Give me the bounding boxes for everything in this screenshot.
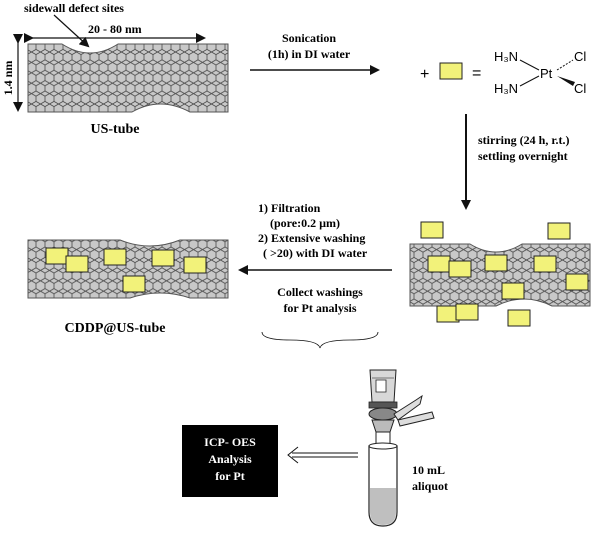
cisplatin-square-icon bbox=[151, 249, 175, 267]
stirring-line2: settling overnight bbox=[478, 149, 568, 163]
equals-sign: = bbox=[472, 65, 481, 82]
sonication-line1: Sonication bbox=[282, 31, 336, 45]
cisplatin-square-icon bbox=[501, 282, 525, 300]
icp-oes-box: ICP- OES Analysis for Pt bbox=[182, 425, 278, 497]
filtration-line3: 2) Extensive washing bbox=[258, 231, 365, 245]
washings-brace bbox=[261, 331, 379, 349]
us-tube-figure: sidewall defect sites 20 - 80 nm 1.4 nm … bbox=[1, 1, 229, 137]
icp-background bbox=[182, 425, 278, 497]
plus-sign: + bbox=[420, 66, 429, 83]
cisplatin-square-icon bbox=[122, 275, 146, 293]
cl-top-label: Cl bbox=[574, 49, 586, 64]
filtration-line2: (pore:0.2 µm) bbox=[270, 216, 340, 230]
sonication-step: Sonication (1h) in DI water bbox=[250, 31, 380, 75]
nh3-top-label: H₃N bbox=[494, 49, 518, 64]
loaded-cisplatin-group bbox=[45, 247, 207, 293]
product-figure: CDDP@US-tube bbox=[27, 239, 229, 336]
nh3-bottom-label: H₃N bbox=[494, 81, 518, 96]
defect-pointer-arrow bbox=[53, 14, 90, 48]
length-label: 20 - 80 nm bbox=[88, 22, 142, 36]
cisplatin-square-icon bbox=[103, 248, 127, 266]
bond-cl-top bbox=[556, 59, 574, 71]
to-icp-arrow bbox=[287, 446, 358, 464]
cisplatin-square-icon bbox=[448, 260, 472, 278]
washings-line1: Collect washings bbox=[277, 285, 363, 299]
cisplatin-square-icon bbox=[484, 254, 508, 272]
bond-cl-bottom bbox=[557, 76, 575, 86]
cisplatin-equation: + = H₃N H₃N Pt Cl Cl bbox=[420, 49, 586, 96]
bond-n-top bbox=[519, 59, 540, 71]
us-tube-label: US-tube bbox=[90, 122, 139, 137]
icp-line1: ICP- OES bbox=[204, 435, 256, 449]
cisplatin-square-icon bbox=[183, 256, 207, 274]
sonication-line2: (1h) in DI water bbox=[268, 47, 351, 61]
defect-label: sidewall defect sites bbox=[24, 1, 124, 15]
cl-bottom-label: Cl bbox=[574, 81, 586, 96]
cisplatin-square-icon bbox=[45, 247, 69, 265]
icp-line3: for Pt bbox=[215, 469, 244, 483]
cisplatin-square-icon bbox=[455, 303, 479, 321]
cisplatin-square-icon bbox=[547, 222, 571, 240]
loaded-nanotube-icon bbox=[409, 243, 591, 307]
filtration-line4: ( >20) with DI water bbox=[263, 246, 368, 260]
washings-line2: for Pt analysis bbox=[283, 301, 356, 315]
cisplatin-square-icon bbox=[427, 255, 451, 273]
cisplatin-square-icon bbox=[533, 255, 557, 273]
test-tube-icon bbox=[368, 442, 398, 527]
product-label: CDDP@US-tube bbox=[65, 321, 166, 336]
filtration-line1: 1) Filtration bbox=[258, 201, 321, 215]
cisplatin-square-icon bbox=[565, 273, 589, 291]
adsorbed-cisplatin-group bbox=[420, 221, 589, 327]
loaded-tube-figure bbox=[409, 221, 591, 327]
stirring-step: stirring (24 h, r.t.) settling overnight bbox=[461, 114, 570, 210]
product-nanotube-icon bbox=[27, 239, 229, 299]
aliquot-line1: 10 mL bbox=[412, 463, 445, 477]
cisplatin-square-icon bbox=[439, 62, 463, 80]
nanotube-honeycomb-icon bbox=[27, 43, 229, 113]
bond-n-bottom bbox=[519, 75, 540, 87]
aliquot-line2: aliquot bbox=[412, 479, 448, 493]
stirring-line1: stirring (24 h, r.t.) bbox=[478, 133, 570, 147]
vacuum-filtration-funnel-icon bbox=[368, 369, 435, 447]
pt-label: Pt bbox=[540, 66, 553, 81]
cisplatin-square-icon bbox=[65, 255, 89, 273]
filtration-step: 1) Filtration (pore:0.2 µm) 2) Extensive… bbox=[238, 201, 392, 349]
cisplatin-square-icon bbox=[420, 221, 444, 239]
icp-line2: Analysis bbox=[208, 452, 252, 466]
diameter-label: 1.4 nm bbox=[1, 61, 15, 96]
cisplatin-square-icon bbox=[507, 309, 531, 327]
